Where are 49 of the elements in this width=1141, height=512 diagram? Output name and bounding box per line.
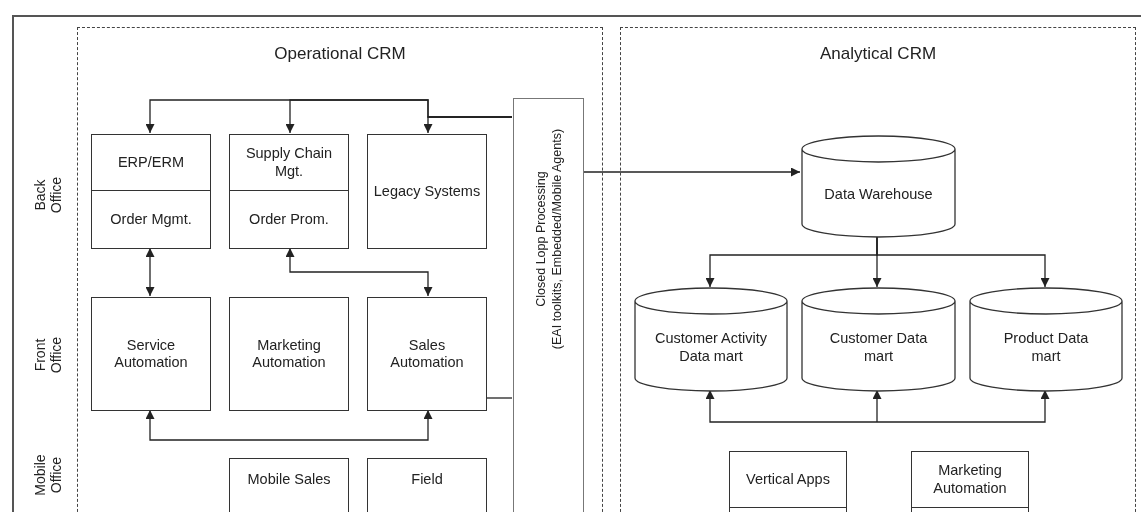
box-label: Legacy Systems bbox=[373, 182, 481, 201]
box-label: ERP/ERM bbox=[117, 153, 185, 172]
box-label: Supply Chain Mgt. bbox=[244, 145, 334, 180]
process-box bbox=[367, 458, 487, 512]
box-label: Marketing Automation bbox=[932, 462, 1008, 497]
box-label: Vertical Apps bbox=[746, 470, 830, 489]
database-cylinder bbox=[801, 136, 956, 237]
dashed-region bbox=[620, 27, 1136, 512]
process-box bbox=[229, 458, 349, 512]
bar-label: Closed Lopp Processing bbox=[533, 170, 548, 309]
row-label: Mobile Office bbox=[31, 453, 65, 498]
connector-arrow bbox=[876, 235, 1050, 288]
cylinder-label: Customer Data mart bbox=[828, 330, 929, 365]
box-label: Mobile Sales bbox=[247, 471, 331, 489]
split-box bbox=[911, 451, 1029, 512]
database-cylinder bbox=[801, 288, 956, 391]
database-cylinder bbox=[969, 288, 1123, 391]
box-label: Marketing Automation bbox=[251, 336, 327, 372]
region-title: Analytical CRM bbox=[819, 44, 937, 64]
connector-arrow bbox=[285, 247, 433, 297]
bar-label: (EAI toolkits, Embedded/Mobile Agents) bbox=[549, 127, 564, 352]
box-label: Field bbox=[411, 471, 443, 489]
process-box bbox=[367, 297, 487, 411]
split-box bbox=[91, 134, 211, 249]
connector-arrow bbox=[145, 409, 433, 441]
vertical-bar bbox=[513, 98, 584, 512]
box-label: Service Automation bbox=[113, 336, 189, 372]
process-box bbox=[367, 134, 487, 249]
box-label: Order Prom. bbox=[249, 210, 329, 229]
split-box bbox=[729, 451, 847, 512]
box-label: Order Mgmt. bbox=[110, 210, 192, 229]
connector-arrow bbox=[705, 389, 878, 423]
cylinder-label: Product Data mart bbox=[1002, 330, 1090, 365]
connector-arrow bbox=[423, 116, 513, 134]
cylinder-label: Data Warehouse bbox=[824, 185, 933, 204]
process-box bbox=[91, 297, 211, 411]
region-title: Operational CRM bbox=[274, 44, 406, 64]
split-box bbox=[229, 134, 349, 249]
cylinder-label: Customer Activity Data mart bbox=[655, 330, 767, 365]
box-label: Sales Automation bbox=[389, 336, 465, 372]
process-box bbox=[229, 297, 349, 411]
connector-arrow bbox=[145, 247, 155, 297]
database-cylinder bbox=[634, 288, 788, 391]
connector-arrow bbox=[876, 389, 1050, 423]
dashed-region bbox=[77, 27, 603, 512]
connector-arrow bbox=[582, 167, 801, 177]
connector-arrow bbox=[872, 389, 882, 423]
row-label: Front Office bbox=[31, 335, 65, 376]
row-label: Back Office bbox=[31, 175, 65, 216]
